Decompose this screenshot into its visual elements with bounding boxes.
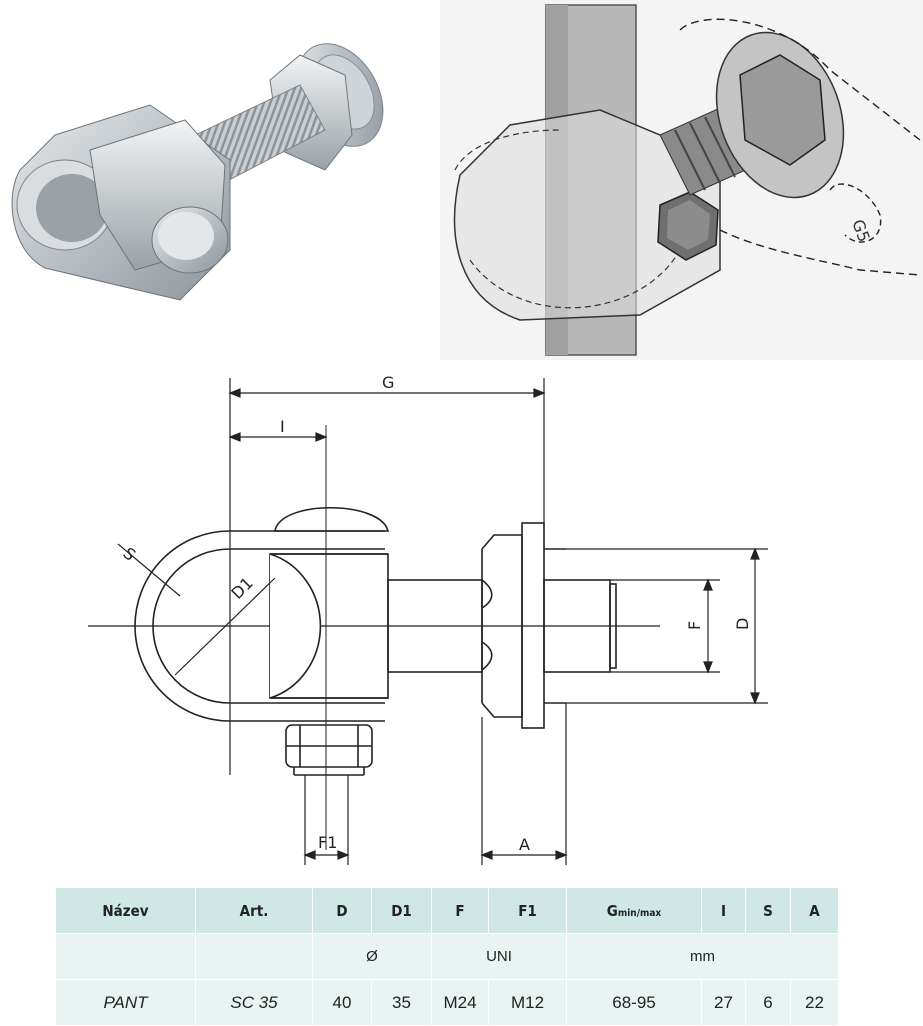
table-row: PANT SC 35 40 35 M24 M12 68-95 27 6 22 <box>55 979 839 1026</box>
unit-length: mm <box>566 933 839 980</box>
table-header-row: Název Art. D D1 F F1 Gmin/max I S A <box>55 887 839 934</box>
header-g-sub: min/max <box>617 907 662 919</box>
cell-a: 22 <box>790 979 839 1026</box>
header-d1: D1 <box>371 887 432 934</box>
installation-sketch: G5 <box>440 0 923 360</box>
dim-label-S: S <box>119 544 139 565</box>
header-g: Gmin/max <box>566 887 702 934</box>
technical-drawing: G I S D1 F D F1 A <box>88 373 768 865</box>
dim-label-D: D <box>733 618 752 630</box>
dim-label-D1: D1 <box>227 573 256 602</box>
strap-outline <box>134 530 385 722</box>
cell-s: 6 <box>745 979 791 1026</box>
dim-label-F1: F1 <box>318 833 337 852</box>
header-s: S <box>745 887 791 934</box>
dim-label-I: I <box>280 417 285 436</box>
spec-table: Název Art. D D1 F F1 Gmin/max I S A Ø UN… <box>55 887 839 1026</box>
dim-label-F: F <box>685 621 704 630</box>
header-nazev: Název <box>55 887 196 934</box>
cell-nazev: PANT <box>55 979 196 1026</box>
cell-art: SC 35 <box>195 979 313 1026</box>
cell-f: M24 <box>431 979 489 1026</box>
header-a: A <box>790 887 839 934</box>
table-units-row: Ø UNI mm <box>55 933 839 980</box>
cell-d1: 35 <box>371 979 432 1026</box>
product-photo <box>11 43 384 301</box>
dim-label-G: G <box>382 373 394 392</box>
header-f: F <box>431 887 489 934</box>
cell-g: 68-95 <box>566 979 702 1026</box>
cell-i: 27 <box>701 979 746 1026</box>
dim-label-A: A <box>519 835 530 854</box>
header-i: I <box>701 887 746 934</box>
header-art: Art. <box>195 887 313 934</box>
cell-f1: M12 <box>488 979 567 1026</box>
unit-thread: UNI <box>431 933 567 980</box>
unit-diameter: Ø <box>312 933 432 980</box>
header-f1: F1 <box>488 887 567 934</box>
bolt-cap <box>274 507 390 532</box>
header-d: D <box>312 887 372 934</box>
cell-d: 40 <box>312 979 372 1026</box>
